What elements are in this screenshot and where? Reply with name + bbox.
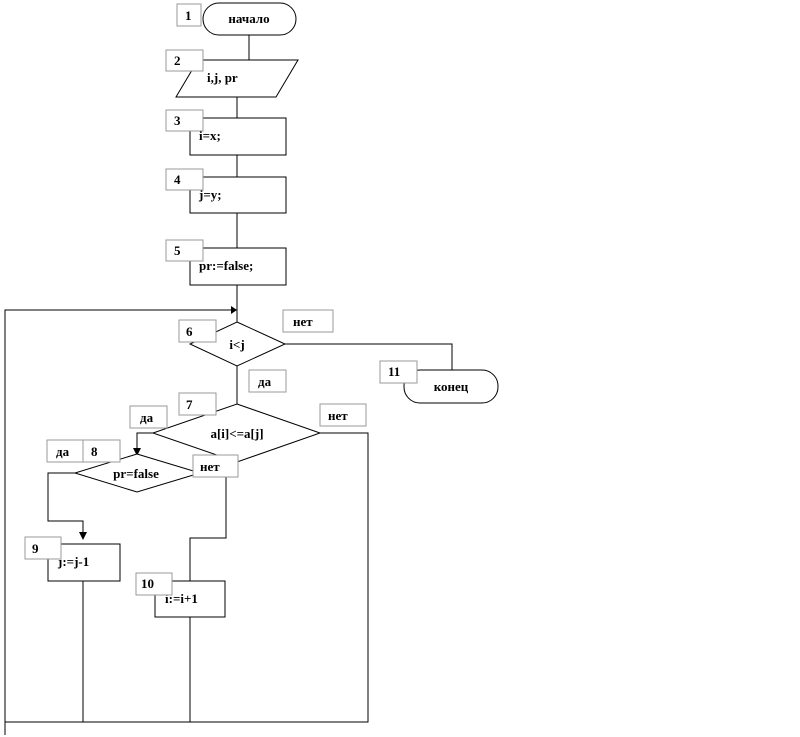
block-dec-j: j:=j-1 <box>47 543 121 582</box>
input-text: i,j, pr <box>207 70 238 85</box>
tag-1: 1 <box>185 8 192 23</box>
label-box-yes-7 <box>129 405 168 429</box>
tag-8: 8 <box>91 444 98 459</box>
tag-box-2 <box>165 49 204 72</box>
assign-pr-text: pr:=false; <box>199 258 253 273</box>
process-assign-j <box>189 176 287 214</box>
tag-box-3 <box>165 109 204 132</box>
label-box-no-6 <box>282 309 334 333</box>
tag-box-7 <box>178 392 217 416</box>
label-yes-7: да <box>140 410 154 425</box>
block-assign-j: j=y; <box>189 176 287 214</box>
tag-box-5 <box>165 239 204 262</box>
connector-lines <box>4 35 453 735</box>
block-assign-i: i=x; <box>189 117 287 156</box>
tag-box-11 <box>379 360 418 384</box>
label-yes-8: да <box>56 444 70 459</box>
arrow-loop-return-icon <box>231 306 237 314</box>
tag-box-6 <box>178 319 217 343</box>
decision-pr <box>73 453 202 493</box>
tag-10: 10 <box>141 576 154 591</box>
block-start: начало <box>202 2 297 36</box>
block-cond-pr: pr=false <box>73 453 202 493</box>
label-no-6: нет <box>293 314 313 329</box>
line-cond7-yes <box>136 432 153 452</box>
block-cond-compare: a[i]<=a[j] <box>151 403 322 463</box>
start-text: начало <box>228 11 269 26</box>
tag-3: 3 <box>174 113 181 128</box>
cond-loop-text: i<j <box>229 337 244 352</box>
label-box-yes-8 <box>46 439 84 463</box>
line-cond8-no <box>189 472 227 581</box>
label-yes-6: да <box>258 374 272 389</box>
arrow-cond7-yes-icon <box>133 448 141 456</box>
line-cond7-no <box>5 432 369 723</box>
end-text: конец <box>434 379 469 394</box>
label-box-no-7 <box>319 403 367 427</box>
tag-box-9 <box>24 536 62 560</box>
number-tags: 1 2 3 4 5 6 7 8 9 10 11 <box>24 3 418 596</box>
label-box-no-8 <box>192 454 239 478</box>
assign-j-text: j=y; <box>198 187 222 202</box>
tag-9: 9 <box>32 541 39 556</box>
tag-box-1 <box>176 3 202 27</box>
line-cond8-yes <box>47 472 84 536</box>
cond-compare-text: a[i]<=a[j] <box>210 426 263 441</box>
cond-pr-text: pr=false <box>113 466 159 481</box>
block-assign-pr: pr:=false; <box>189 247 287 286</box>
input-parallelogram <box>175 59 299 98</box>
process-assign-i <box>189 117 287 156</box>
tag-7: 7 <box>186 397 193 412</box>
block-input: i,j, pr <box>175 59 299 98</box>
label-box-yes-6 <box>248 369 287 393</box>
line-cond6-no <box>285 343 453 370</box>
tag-box-4 <box>165 168 204 191</box>
label-no-8: нет <box>200 459 220 474</box>
tag-box-10 <box>135 572 173 596</box>
tag-2: 2 <box>174 53 181 68</box>
tag-5: 5 <box>174 243 181 258</box>
label-no-7: нет <box>328 408 348 423</box>
inc-i-text: i:=i+1 <box>165 591 198 606</box>
tag-box-8 <box>82 439 121 463</box>
tag-11: 11 <box>388 364 400 379</box>
process-assign-pr <box>189 247 287 286</box>
arrow-cond8-yes-icon <box>79 532 87 540</box>
branch-labels: нет да да нет да нет <box>46 309 367 478</box>
terminator-start <box>202 2 297 36</box>
assign-i-text: i=x; <box>199 128 221 143</box>
dec-j-text: j:=j-1 <box>57 554 89 569</box>
tag-6: 6 <box>186 324 193 339</box>
terminator-end <box>403 369 499 404</box>
block-end: конец <box>403 369 499 404</box>
tag-4: 4 <box>174 172 181 187</box>
line-loop-return <box>4 309 237 735</box>
